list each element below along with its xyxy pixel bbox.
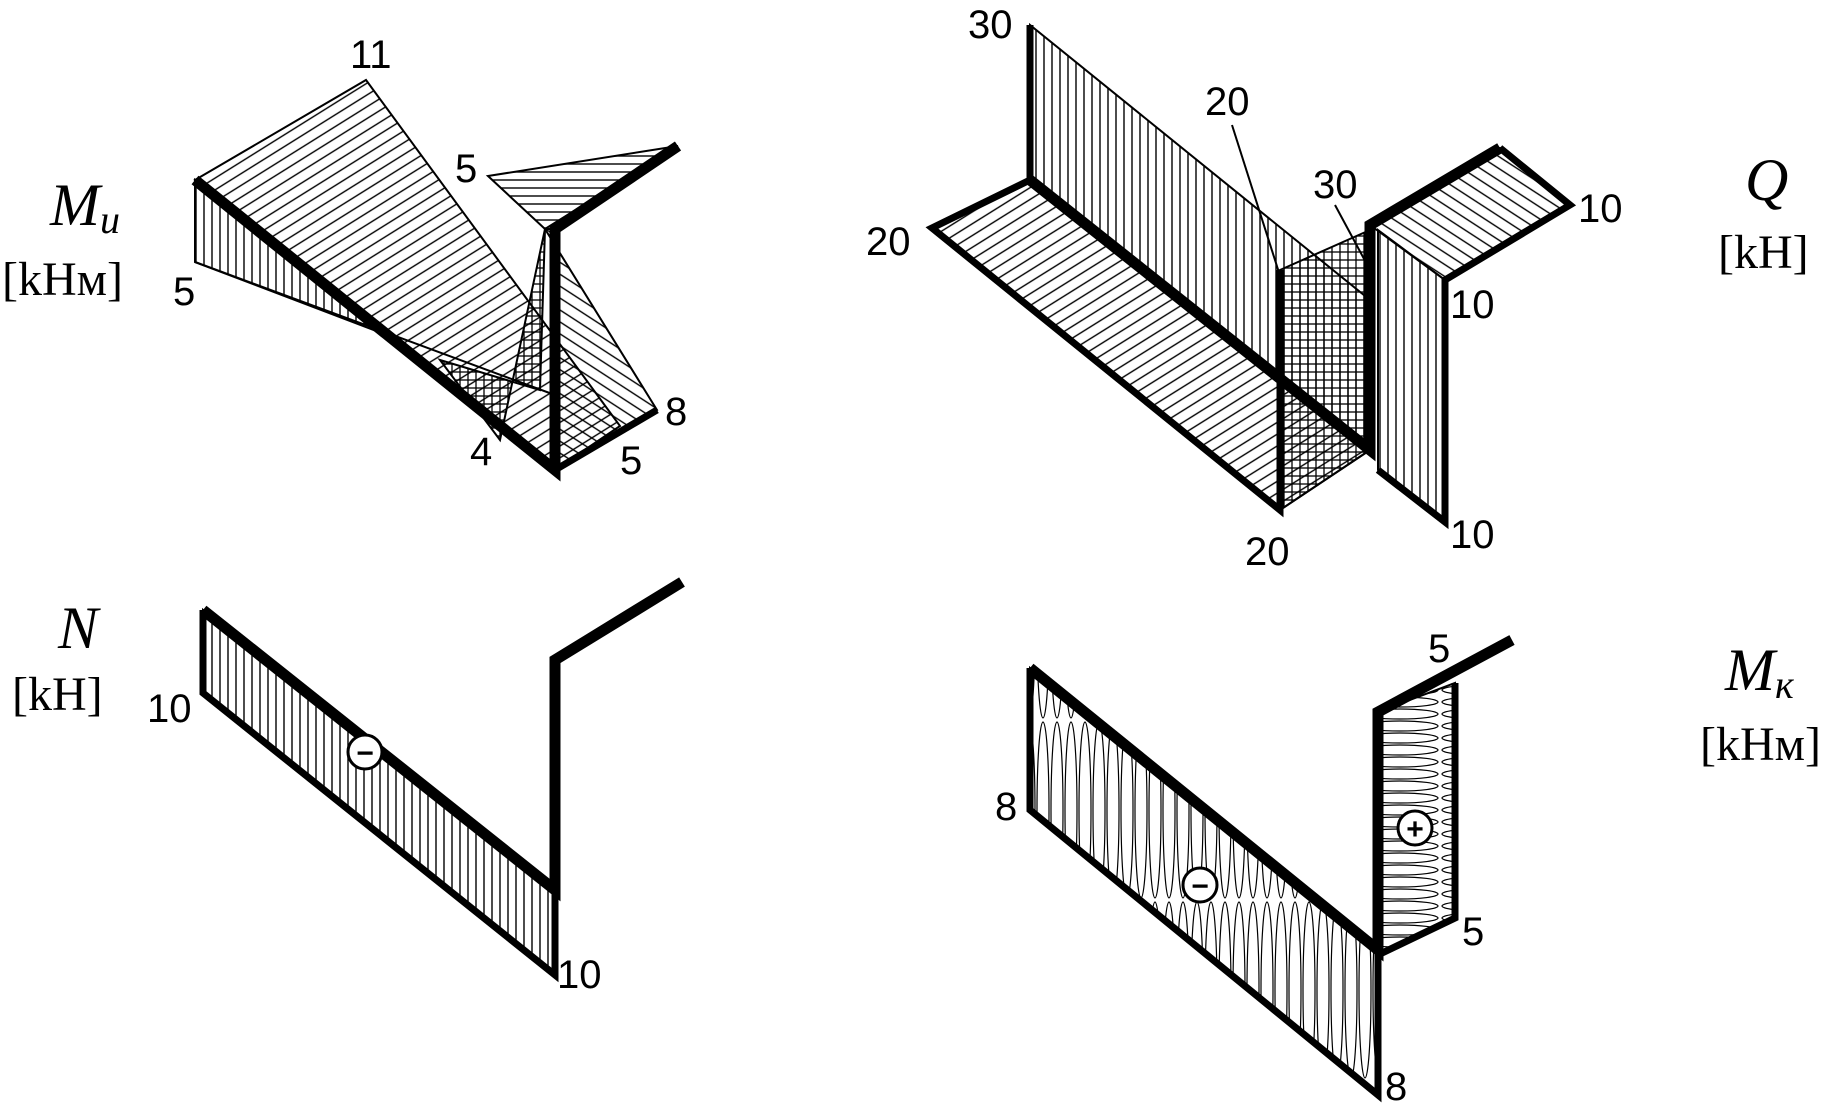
unit-torque: [kHм] — [1700, 718, 1821, 771]
value-label: 8 — [995, 785, 1017, 829]
value-label: 20 — [1205, 80, 1250, 124]
label-torque: Mк [kHм] — [1700, 637, 1821, 771]
value-label: 10 — [557, 953, 602, 997]
value-label: 8 — [1385, 1065, 1407, 1105]
torque-sign-main-circle — [1181, 866, 1219, 904]
torque-diagram: − + — [1026, 635, 1515, 1103]
torque-edge-vertical — [1376, 683, 1459, 959]
normal-sign-circle — [346, 733, 384, 771]
moment-beam-axis — [191, 141, 682, 482]
shear-edge-right — [1375, 145, 1577, 530]
torque-beam-axis — [1026, 635, 1515, 962]
normal-sign: − — [356, 737, 374, 770]
value-label: 11 — [350, 33, 392, 77]
shear-force-diagram — [925, 22, 1577, 530]
value-label: 30 — [968, 3, 1013, 47]
moment-edge — [553, 406, 659, 474]
value-label: 10 — [1578, 187, 1623, 231]
unit-normal-force: [kH] — [12, 668, 103, 721]
label-shear-force: Q [kH] — [1718, 147, 1809, 279]
symbol-q: Q — [1745, 147, 1788, 213]
subscript-u: и — [100, 197, 120, 242]
value-label: 5 — [455, 147, 477, 191]
svg-text:Mи: Mи — [49, 172, 120, 242]
subscript-k: к — [1775, 662, 1794, 707]
shear-beam-axis — [1026, 143, 1503, 462]
shear-leader-30 — [1334, 204, 1371, 271]
unit-bending-moment: [kHм] — [2, 253, 123, 306]
value-label: 30 — [1313, 163, 1358, 207]
value-label: 20 — [866, 220, 911, 264]
svg-text:Mк: Mк — [1724, 637, 1794, 707]
value-label: 5 — [1428, 627, 1450, 671]
value-label: 10 — [147, 687, 192, 731]
moment-plane-vertical — [543, 228, 659, 472]
unit-shear-force: [kH] — [1718, 226, 1809, 279]
value-label: 5 — [620, 439, 642, 483]
normal-plane — [202, 607, 556, 978]
bending-moment-diagram — [191, 78, 682, 482]
value-label: 20 — [1245, 530, 1290, 574]
value-label: 8 — [665, 390, 687, 434]
value-label: 10 — [1450, 283, 1495, 327]
normal-edge — [199, 610, 559, 983]
label-bending-moment: Mи [kHм] — [2, 172, 123, 306]
symbol-mk: M — [1724, 637, 1778, 703]
normal-force-diagram: − — [199, 577, 685, 983]
shear-plane-grid — [1279, 228, 1371, 512]
shear-leader-20 — [1231, 124, 1283, 283]
torque-sign-main: − — [1191, 870, 1209, 903]
value-label: 5 — [173, 270, 195, 314]
shear-edge-left — [925, 25, 1284, 518]
label-normal-force: N [kH] — [12, 595, 103, 721]
torque-sign-vertical: + — [1406, 813, 1424, 846]
value-label: 10 — [1450, 513, 1495, 557]
symbol-n: N — [57, 595, 101, 661]
torque-sign-vertical-circle — [1396, 809, 1434, 847]
value-label: 5 — [1462, 910, 1484, 954]
torque-edge-main — [1026, 668, 1382, 1103]
value-label: 4 — [470, 430, 492, 474]
symbol-m: M — [49, 172, 103, 238]
